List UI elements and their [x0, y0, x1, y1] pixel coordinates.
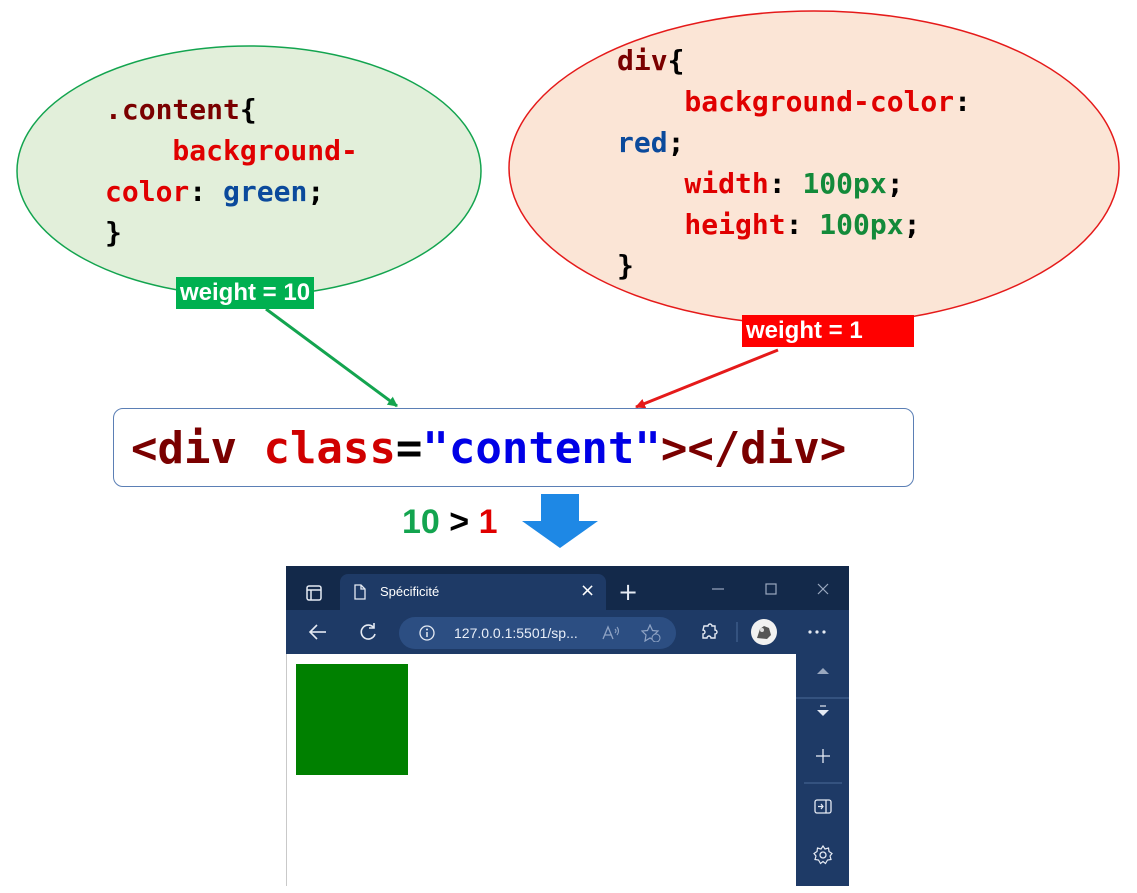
class-rule-token: green — [223, 175, 308, 208]
div-rule-token: height — [617, 208, 786, 241]
html-token: class — [263, 423, 396, 474]
div-rule-token: div — [617, 44, 668, 77]
profile-avatar[interactable] — [750, 618, 778, 646]
div-rule-line: background-color: — [617, 81, 971, 122]
html-token: = — [395, 423, 423, 474]
div-rule-code: div{ background-color:red; width: 100px;… — [617, 40, 971, 286]
div-rule-token: : — [768, 167, 803, 200]
div-rule-line: div{ — [617, 40, 971, 81]
div-rule-line: width: 100px; — [617, 163, 971, 204]
refresh-icon[interactable] — [358, 622, 378, 642]
green-arrow — [265, 307, 398, 408]
div-rule-token: : — [785, 208, 820, 241]
page-icon — [354, 584, 366, 600]
add-sidebar-icon[interactable] — [815, 748, 831, 764]
html-element-box: <div class="content"></div> — [113, 408, 914, 487]
workspaces-icon[interactable] — [306, 585, 322, 601]
class-rule-line: .content{ — [105, 89, 358, 130]
red-arrow — [635, 348, 779, 409]
class-rule-line: } — [105, 212, 358, 253]
div-rule-token: ; — [886, 167, 904, 200]
html-token: ></div> — [660, 423, 847, 474]
html-element-code: <div class="content"></div> — [131, 409, 846, 488]
hide-sidebar-icon[interactable] — [814, 799, 832, 815]
class-rule-token: background- — [105, 134, 358, 167]
back-icon[interactable] — [308, 623, 328, 641]
page-viewport — [286, 654, 796, 886]
div-rule-token: 100px — [819, 208, 904, 241]
html-token: "content" — [422, 423, 661, 474]
content-div-result — [296, 664, 408, 775]
info-icon[interactable] — [419, 625, 435, 641]
add-favorite-icon[interactable] — [641, 624, 661, 642]
sidebar-divider-2 — [804, 782, 842, 784]
div-rule-token: 100px — [802, 167, 887, 200]
class-rule-code: .content{ background-color: green;} — [105, 89, 358, 253]
div-rule-line: height: 100px; — [617, 204, 971, 245]
toolbar-divider — [736, 622, 738, 642]
browser-tab[interactable]: Spécificité × — [340, 574, 606, 610]
scroll-up-icon[interactable] — [816, 666, 830, 676]
settings-gear-icon[interactable] — [813, 845, 833, 865]
class-weight-label: weight = 10 — [176, 277, 315, 309]
div-rule-token: width — [617, 167, 769, 200]
class-rule-token: ; — [307, 175, 325, 208]
sidebar-divider — [796, 697, 849, 699]
read-aloud-icon[interactable] — [602, 625, 620, 641]
div-rule-token: red — [617, 126, 668, 159]
address-bar[interactable]: 127.0.0.1:5501/sp... — [399, 617, 676, 649]
browser-window: Spécificité × + 127. — [286, 566, 849, 886]
maximize-icon[interactable] — [765, 583, 777, 595]
html-token: <div — [131, 423, 264, 474]
browser-toolbar: 127.0.0.1:5501/sp... — [286, 610, 849, 654]
div-weight-label: weight = 1 — [742, 315, 914, 347]
div-rule-token: : — [954, 85, 972, 118]
div-rule-token: ; — [667, 126, 685, 159]
more-options-icon[interactable] — [808, 630, 826, 634]
class-rule-token: color — [105, 175, 190, 208]
comparison-right: 1 — [478, 503, 498, 541]
div-rule-token: } — [617, 249, 634, 282]
url-text[interactable]: 127.0.0.1:5501/sp... — [454, 625, 578, 641]
class-rule-line: background- — [105, 130, 358, 171]
class-rule-token: : — [189, 175, 224, 208]
div-rule-line: } — [617, 245, 971, 286]
tab-close-icon[interactable]: × — [580, 580, 596, 601]
extensions-icon[interactable] — [699, 622, 719, 642]
minimize-icon[interactable] — [712, 582, 724, 594]
browser-titlebar: Spécificité × + — [286, 566, 849, 610]
div-rule-token: ; — [903, 208, 921, 241]
class-rule-token: .content — [105, 93, 240, 126]
browser-sidebar — [796, 654, 849, 886]
comparison-operator: > — [439, 503, 479, 541]
scroll-down-icon[interactable] — [816, 704, 830, 718]
comparison-left: 10 — [402, 503, 440, 541]
new-tab-button[interactable]: + — [618, 578, 639, 606]
tab-title: Spécificité — [380, 584, 440, 599]
div-rule-token: background-color — [617, 85, 955, 118]
div-rule-line: red; — [617, 122, 971, 163]
div-rule-token: { — [667, 44, 685, 77]
down-arrow-icon — [522, 494, 598, 548]
weight-comparison: 10 > 1 — [402, 500, 498, 544]
class-rule-line: color: green; — [105, 171, 358, 212]
class-rule-token: } — [105, 216, 122, 249]
class-rule-token: { — [239, 93, 257, 126]
close-window-icon[interactable] — [817, 583, 829, 595]
